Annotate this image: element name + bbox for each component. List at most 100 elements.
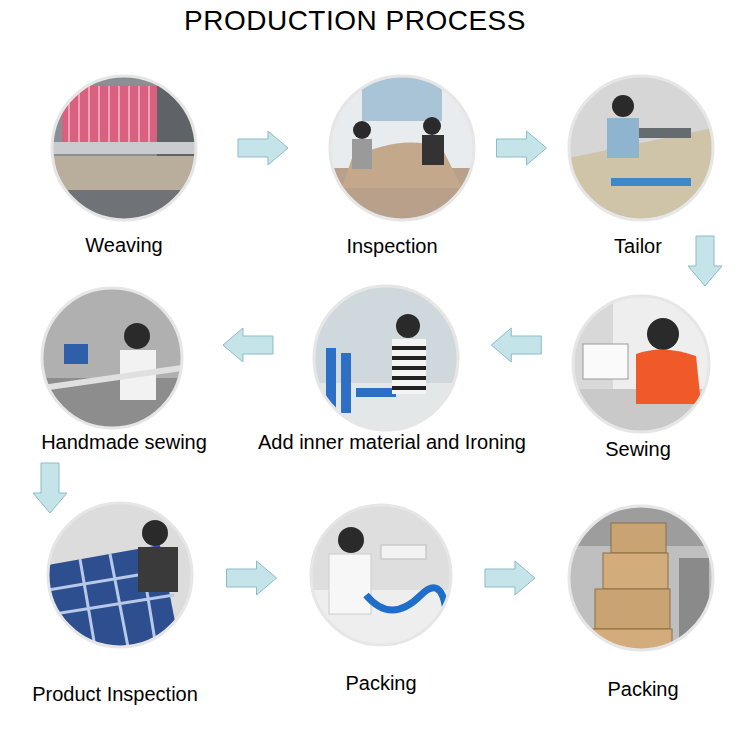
photo-shape [330,76,474,220]
step-label: Add inner material and Ironing [258,430,526,454]
photo-edge [52,76,196,220]
flow-arrow [227,561,277,595]
person-head [124,323,150,349]
step-label: Tailor [614,234,662,258]
carton [595,589,670,629]
process-step-circle: Product Inspection [48,503,192,647]
process-step-circle: Sewing [573,296,709,432]
photo-shape [314,286,458,430]
photo-edge [311,505,451,645]
handmade-photo [42,288,182,428]
blue-item [64,344,88,364]
person-body [329,554,371,614]
step-label-box: Inspection [346,234,437,258]
person-body [422,135,444,165]
step-label: Sewing [605,437,671,461]
photo-shape [311,505,451,645]
process-step-circle: Handmade sewing [42,288,182,428]
step-label-box: Handmade sewing [41,430,207,454]
flow-arrow [497,131,547,165]
cutting-table [569,128,713,220]
sewing-photo [573,296,709,432]
photo-edge [48,503,192,647]
person-body [352,139,372,169]
photo-shape [42,288,182,428]
process-step-circle: Inspection [330,76,474,220]
step-label: Inspection [346,234,437,258]
person-head [142,520,168,546]
ironing-photo [314,286,458,430]
person-head [423,117,441,135]
process-step-circle: Tailor [569,76,713,220]
photo-edge [330,76,474,220]
blue-lanyard [366,588,446,610]
person-head [612,95,634,117]
person-body [138,547,178,592]
sewing-machine [583,344,628,379]
step-label-box: Product Inspection [32,682,198,706]
flow-arrow [33,463,67,513]
person-head [396,314,420,338]
blue-panels [48,545,180,647]
flow-arrow [223,328,273,362]
step-label-box: Sewing [605,437,671,461]
person-head [338,527,364,553]
person-body [392,339,426,394]
box [381,545,426,559]
flow-arrow [238,131,288,165]
photo-edge [573,296,709,432]
process-step-circle: Packing [311,505,451,645]
person-body [607,118,639,158]
step-label: Product Inspection [32,682,198,706]
photo-shape [42,368,182,388]
step-label: Weaving [85,233,162,257]
flow-arrow [491,328,541,362]
carton [603,553,668,589]
photo-edge [42,288,182,428]
inspection-photo [330,76,474,220]
packing-photo [311,505,451,645]
process-step-circle: Add inner material and Ironing [314,286,458,430]
photo-edge [569,506,713,650]
fabric-roll [631,128,691,138]
flow-arrow [688,236,722,286]
photo-shape [569,76,713,220]
photo-shape [48,503,192,647]
blue-strap [356,388,396,397]
step-label: Handmade sewing [41,430,207,454]
step-label-box: Add inner material and Ironing [258,430,526,454]
photo-edge [569,76,713,220]
step-label-box: Weaving [85,233,162,257]
person-head [647,318,679,350]
carton [611,523,666,553]
photo-edge [314,286,458,430]
photo-shape [52,76,196,220]
step-label-box: Tailor [614,234,662,258]
photo-shape [52,142,196,154]
blue-strip [611,178,691,186]
carton [587,629,672,659]
weaving-photo [52,76,197,220]
cartons-photo [569,506,713,659]
step-label: Packing [607,677,678,701]
stripes [392,348,426,388]
photo-shape [69,86,149,144]
process-step-circle: Packing [569,506,713,650]
step-label: Packing [345,671,416,695]
product-inspection-photo [48,503,192,647]
person-body [636,349,701,404]
step-label-box: Packing [607,677,678,701]
photo-shape [569,506,713,650]
person-head [353,121,371,139]
fabric-roll [52,156,196,190]
flow-arrow [485,561,535,595]
photo-shape [52,190,196,220]
blue-strap [341,353,351,413]
diagram-title: PRODUCTION PROCESS [0,5,710,37]
photo-shape [573,296,709,432]
process-step-circle: Weaving [52,76,196,220]
tailor-photo [569,76,713,220]
